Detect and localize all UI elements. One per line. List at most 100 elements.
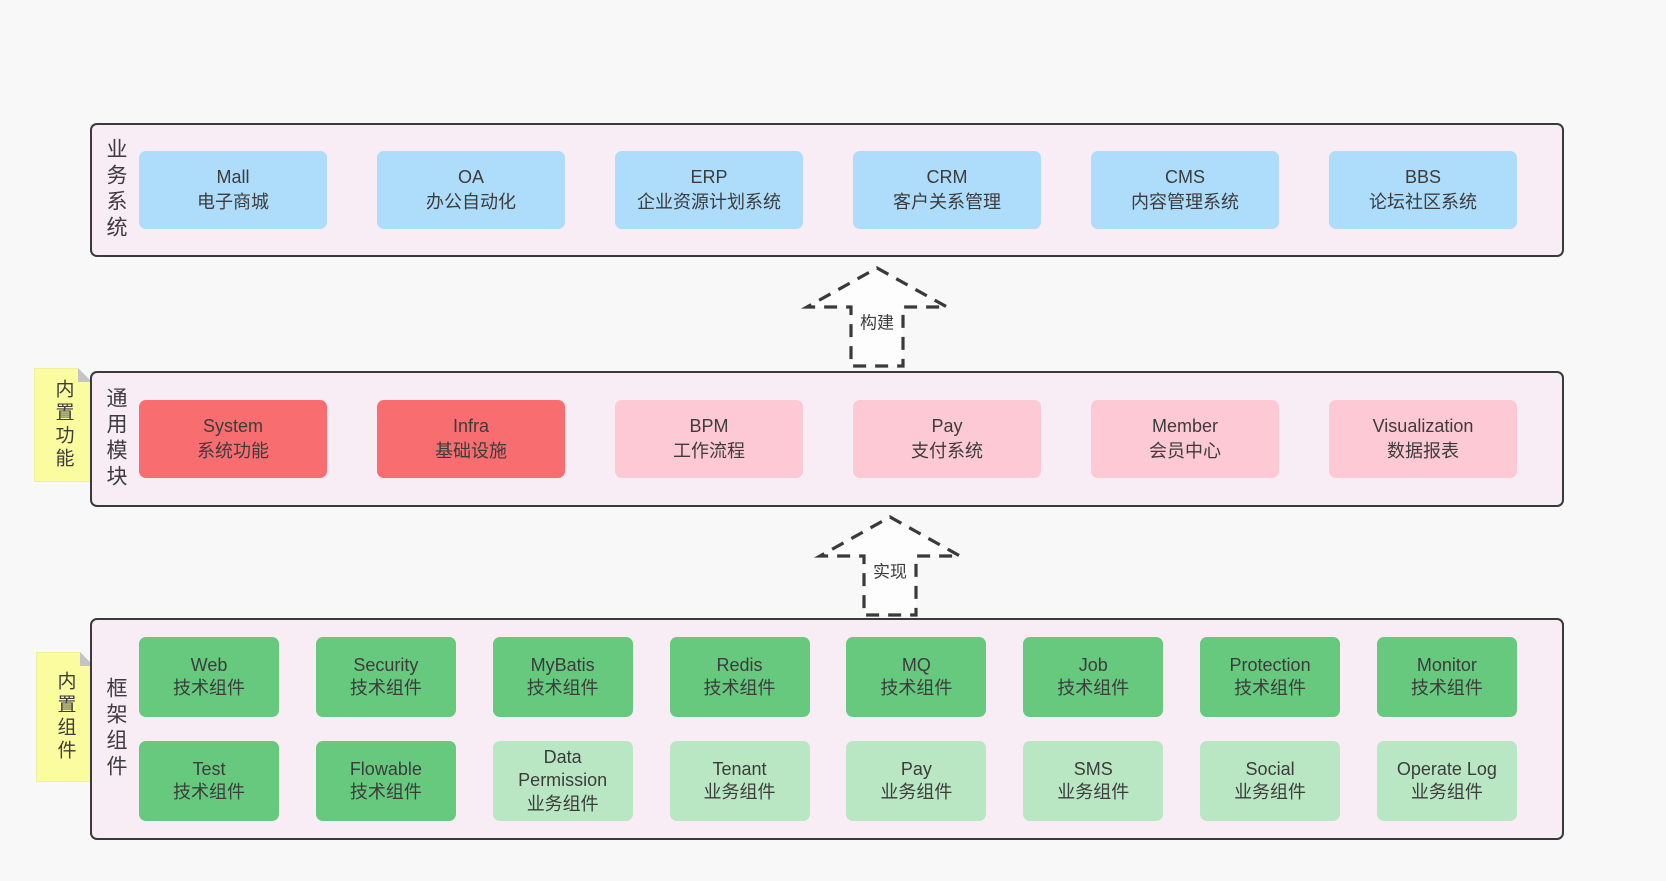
box-title: BBS: [1404, 166, 1442, 187]
box-subtitle: 技术组件: [349, 678, 422, 698]
box-subtitle: 技术组件: [880, 678, 953, 698]
box-title: OA: [457, 166, 484, 187]
box-job: Job 技术组件: [1023, 637, 1164, 717]
band-label-text: 业务系统: [104, 138, 127, 242]
box-pay-component: Pay 业务组件: [846, 741, 987, 821]
box-sms: SMS 业务组件: [1023, 741, 1164, 821]
box-oa: OA 办公自动化: [377, 151, 565, 229]
box-title: Monitor: [1416, 654, 1477, 675]
box-title: Operate Log: [1396, 758, 1497, 779]
band-label-modules: 通用模块: [92, 387, 139, 491]
box-subtitle: 技术组件: [526, 678, 599, 698]
box-tenant: Tenant 业务组件: [669, 741, 810, 821]
realize-arrow-label: 实现: [869, 556, 911, 584]
box-subtitle: 技术组件: [1410, 678, 1483, 698]
module-boxes-row: System 系统功能 Infra 基础设施 BPM 工作流程 Pay 支付系统…: [139, 400, 1562, 478]
box-bbs: BBS 论坛社区系统: [1329, 151, 1517, 229]
box-title: Social: [1245, 758, 1295, 779]
box-title: ERP: [690, 166, 728, 187]
box-subtitle: 业务组件: [1234, 782, 1307, 802]
sticky-label: 内置组件: [54, 671, 76, 763]
box-title: Redis: [716, 654, 763, 675]
business-boxes-row: Mall 电子商城 OA 办公自动化 ERP 企业资源计划系统 CRM 客户关系…: [139, 151, 1562, 229]
sticky-built-in-components: 内置组件: [36, 652, 94, 782]
box-subtitle: 客户关系管理: [893, 192, 1001, 212]
box-title: Pay: [931, 415, 963, 436]
box-data-permission: Data Permission 业务组件: [492, 741, 633, 821]
box-subtitle: 数据报表: [1387, 441, 1459, 461]
box-title: Flowable: [349, 758, 422, 779]
band-common-modules: 通用模块 System 系统功能 Infra 基础设施 BPM 工作流程 Pay…: [90, 371, 1564, 507]
box-infra: Infra 基础设施: [377, 400, 565, 478]
box-subtitle: 业务组件: [703, 782, 776, 802]
box-flowable: Flowable 技术组件: [315, 741, 456, 821]
box-subtitle: 技术组件: [1057, 678, 1130, 698]
box-subtitle: 技术组件: [1234, 678, 1307, 698]
box-title: Pay: [900, 758, 932, 779]
box-subtitle: 系统功能: [197, 441, 269, 461]
box-subtitle: 支付系统: [911, 441, 983, 461]
box-mybatis: MyBatis 技术组件: [492, 637, 633, 717]
box-subtitle: 工作流程: [673, 441, 745, 461]
box-pay-system: Pay 支付系统: [853, 400, 1041, 478]
box-mall: Mall 电子商城: [139, 151, 327, 229]
box-redis: Redis 技术组件: [669, 637, 810, 717]
box-title: MyBatis: [530, 654, 595, 675]
box-title: Security: [353, 654, 419, 675]
box-title: Tenant: [712, 758, 767, 779]
box-title: Member: [1151, 415, 1218, 436]
box-subtitle: 技术组件: [703, 678, 776, 698]
box-subtitle: 内容管理系统: [1131, 192, 1239, 212]
box-subtitle: 基础设施: [435, 441, 507, 461]
box-subtitle: 业务组件: [1057, 782, 1130, 802]
sticky-built-in-features: 内置功能: [34, 368, 92, 482]
box-title: MQ: [901, 654, 931, 675]
box-title: Infra: [452, 415, 490, 436]
box-title: System: [202, 415, 263, 436]
box-subtitle: 技术组件: [349, 782, 422, 802]
box-subtitle: 技术组件: [173, 678, 245, 698]
band-framework-components: 框架组件 Web 技术组件 Security 技术组件 MyBatis 技术组件…: [90, 618, 1564, 840]
box-title: SMS: [1073, 758, 1113, 779]
box-member: Member 会员中心: [1091, 400, 1279, 478]
box-subtitle: 电子商城: [197, 192, 269, 212]
box-title: Job: [1078, 654, 1108, 675]
box-title: Web: [190, 654, 228, 675]
box-subtitle: 办公自动化: [426, 192, 516, 212]
box-cms: CMS 内容管理系统: [1091, 151, 1279, 229]
box-erp: ERP 企业资源计划系统: [615, 151, 803, 229]
box-test: Test 技术组件: [139, 741, 279, 821]
sticky-label: 内置功能: [52, 379, 74, 471]
box-bpm: BPM 工作流程: [615, 400, 803, 478]
box-protection: Protection 技术组件: [1200, 637, 1341, 717]
box-title: Data Permission: [518, 746, 608, 791]
box-title: Test: [192, 758, 226, 779]
band-label-text: 通用模块: [104, 387, 127, 491]
build-arrow-label: 构建: [856, 307, 898, 335]
box-subtitle: 业务组件: [880, 782, 953, 802]
band-business-systems: 业务系统 Mall 电子商城 OA 办公自动化 ERP 企业资源计划系统 CRM…: [90, 123, 1564, 257]
box-title: CRM: [926, 166, 968, 187]
box-subtitle: 会员中心: [1149, 441, 1221, 461]
box-title: Visualization: [1372, 415, 1474, 436]
box-subtitle: 技术组件: [173, 782, 245, 802]
box-subtitle: 业务组件: [1410, 782, 1483, 802]
box-operate-log: Operate Log 业务组件: [1376, 741, 1517, 821]
box-monitor: Monitor 技术组件: [1376, 637, 1517, 717]
band-label-business: 业务系统: [92, 138, 139, 242]
box-subtitle: 企业资源计划系统: [637, 192, 781, 212]
framework-rows: Web 技术组件 Security 技术组件 MyBatis 技术组件 Redi…: [139, 637, 1562, 821]
box-crm: CRM 客户关系管理: [853, 151, 1041, 229]
box-subtitle: 业务组件: [526, 793, 599, 814]
box-system: System 系统功能: [139, 400, 327, 478]
folded-corner-icon: [78, 368, 92, 382]
box-social: Social 业务组件: [1200, 741, 1341, 821]
box-title: CMS: [1165, 166, 1205, 187]
box-web: Web 技术组件: [139, 637, 279, 717]
box-mq: MQ 技术组件: [846, 637, 987, 717]
band-label-text: 框架组件: [104, 677, 127, 781]
framework-row-2: Test 技术组件 Flowable 技术组件 Data Permission …: [139, 741, 1517, 821]
box-title: Protection: [1229, 654, 1311, 675]
framework-row-1: Web 技术组件 Security 技术组件 MyBatis 技术组件 Redi…: [139, 637, 1517, 717]
